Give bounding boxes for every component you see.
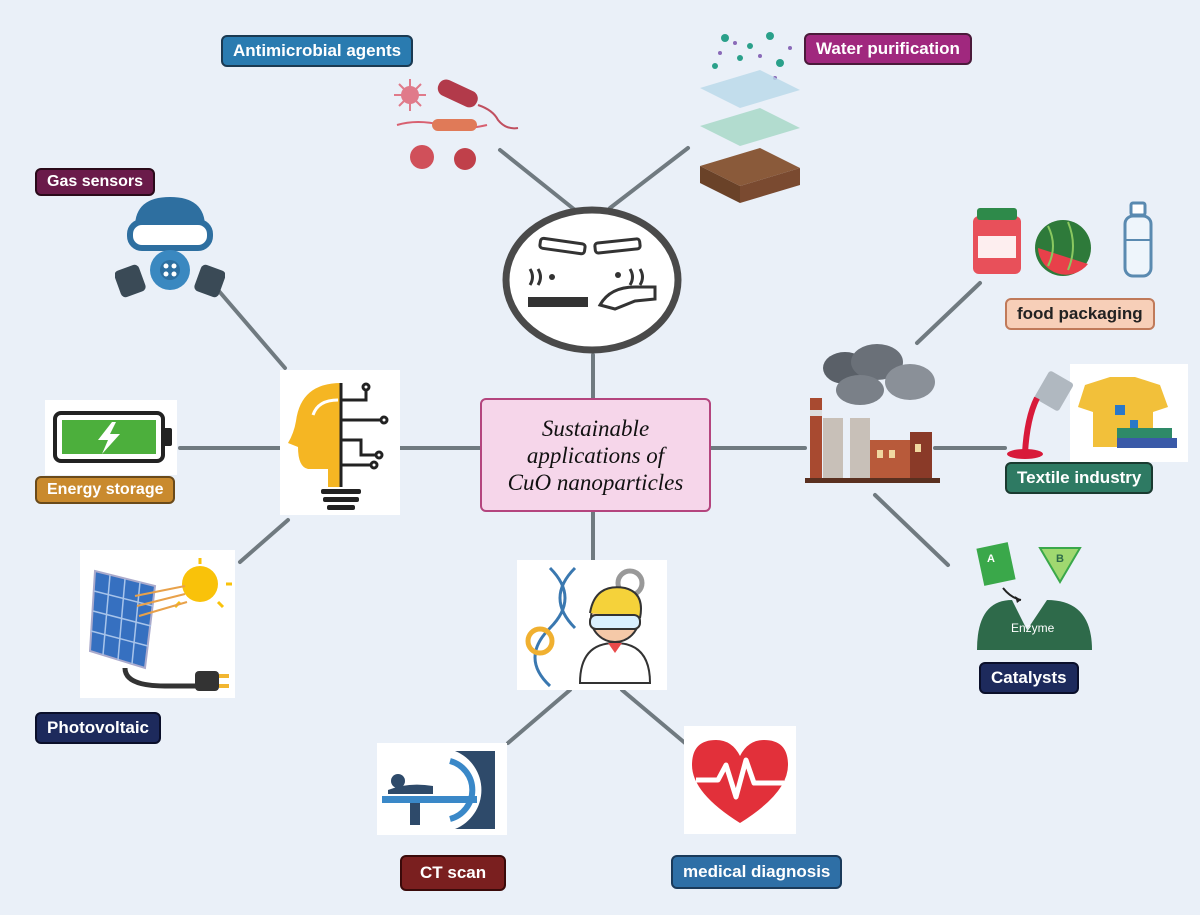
connector-food [915,281,982,345]
connector-ct [506,688,572,745]
microbe-icon [394,79,519,170]
connector-antimicrobial [498,148,577,212]
factory-icon [805,344,940,483]
connector-gas [216,288,287,370]
enzyme-label-a: A [987,553,995,565]
connector-medical [620,688,687,745]
lab-safety-icon [502,206,682,354]
central-topic-line-3: CuO nanoparticles [507,469,684,495]
solar-panel-icon [88,558,232,691]
label-gas-sensors: Gas sensors [35,168,156,196]
label-water-purification: Water purification [804,33,972,65]
ct-scanner-icon [382,751,495,829]
battery-icon [53,411,172,463]
ai-brain-icon [288,382,389,510]
label-antimicrobial-agents: Antimicrobial agents [221,35,414,67]
connector-catalysts [873,493,950,567]
connector-water [608,146,690,210]
filter-layers-icon [700,32,800,203]
label-textile-industry: Textile industry [1005,462,1154,494]
central-topic-line-1: Sustainable [541,415,650,441]
central-topic-line-2: applications of [526,442,665,468]
central-topic-box: Sustainable applications of CuO nanopart… [480,398,711,512]
enzyme-label: Enzyme [1011,621,1055,635]
connector-photovoltaic [238,518,290,564]
textile-dye-icon [1007,371,1177,459]
label-medical-diagnosis: medical diagnosis [671,855,843,889]
heart-rate-icon [692,740,788,823]
label-catalysts: Catalysts [979,662,1079,694]
enzyme-icon: A B Enzyme [976,542,1092,650]
label-photovoltaic: Photovoltaic [35,712,162,744]
label-ct-scan: CT scan [400,855,507,891]
gas-mask-icon [115,197,225,298]
food-items-icon [973,201,1153,278]
label-energy-storage: Energy storage [35,476,176,504]
enzyme-label-b: B [1056,553,1064,565]
scientist-icon [525,566,652,688]
label-food-packaging: food packaging [1005,298,1155,330]
